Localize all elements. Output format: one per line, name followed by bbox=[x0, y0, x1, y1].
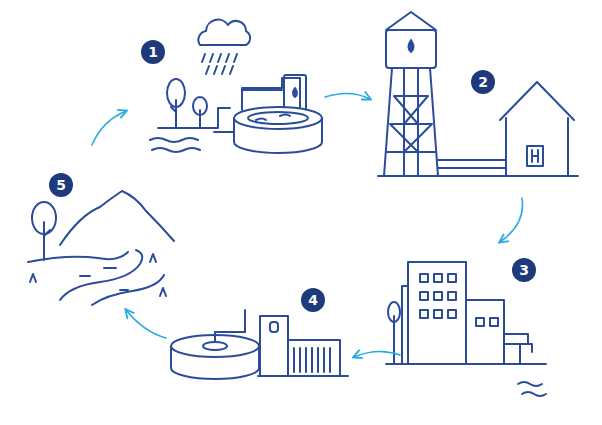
flow-arrows bbox=[92, 93, 523, 357]
callout-number: 5 bbox=[49, 173, 73, 197]
use-scene bbox=[386, 262, 546, 396]
callout-number: 3 bbox=[512, 258, 536, 282]
river-scene bbox=[28, 191, 174, 305]
callout-number: 4 bbox=[301, 288, 325, 312]
treatment-scene bbox=[171, 310, 348, 379]
callout-number: 1 bbox=[141, 40, 165, 64]
collection-scene bbox=[150, 20, 322, 153]
callout-number: 2 bbox=[471, 70, 495, 94]
storage-scene bbox=[378, 12, 578, 176]
